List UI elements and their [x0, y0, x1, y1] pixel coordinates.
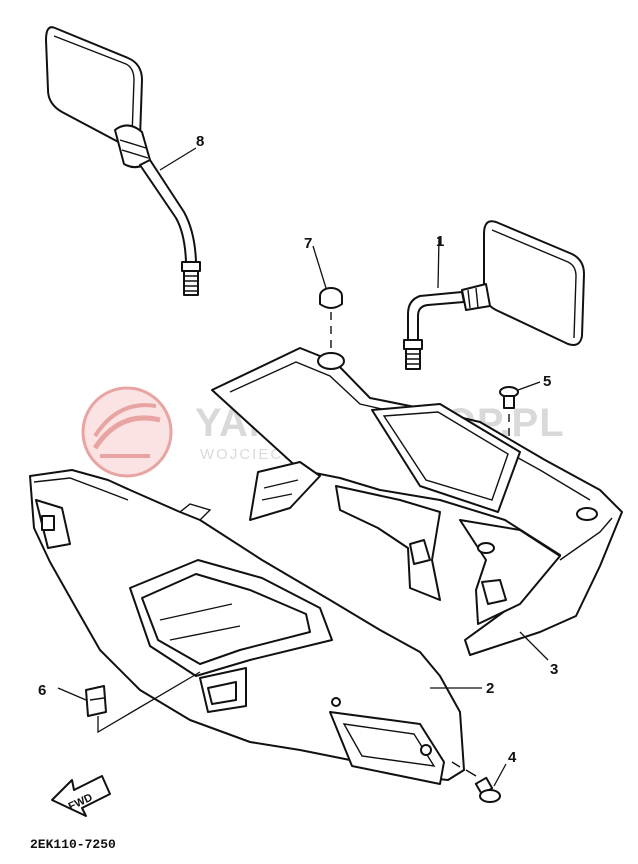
callout-6: 6	[38, 682, 46, 699]
part-6-nut	[85, 671, 201, 734]
callout-7: 7	[304, 235, 312, 252]
callout-5: 5	[543, 373, 551, 390]
watermark-logo-icon	[81, 386, 173, 478]
callout-2: 2	[486, 680, 494, 697]
callout-3: 3	[550, 661, 558, 678]
part-4-bolt	[451, 761, 501, 803]
leader-lines	[57, 147, 549, 787]
callout-4: 4	[508, 749, 517, 766]
catalog-code: 2EK110-7250	[30, 837, 116, 852]
fwd-arrow-icon: FWD	[51, 775, 111, 817]
part-3-bracket	[211, 347, 623, 656]
part-7-cap	[319, 287, 343, 348]
part-8-left-mirror	[45, 26, 201, 296]
part-2-front-cowl	[29, 469, 465, 785]
callout-1: 1	[436, 233, 444, 250]
part-1-right-mirror	[403, 220, 585, 370]
callout-8: 8	[196, 133, 204, 150]
callout-labels: 8 1 7 5 3 2 4 6	[38, 133, 558, 766]
